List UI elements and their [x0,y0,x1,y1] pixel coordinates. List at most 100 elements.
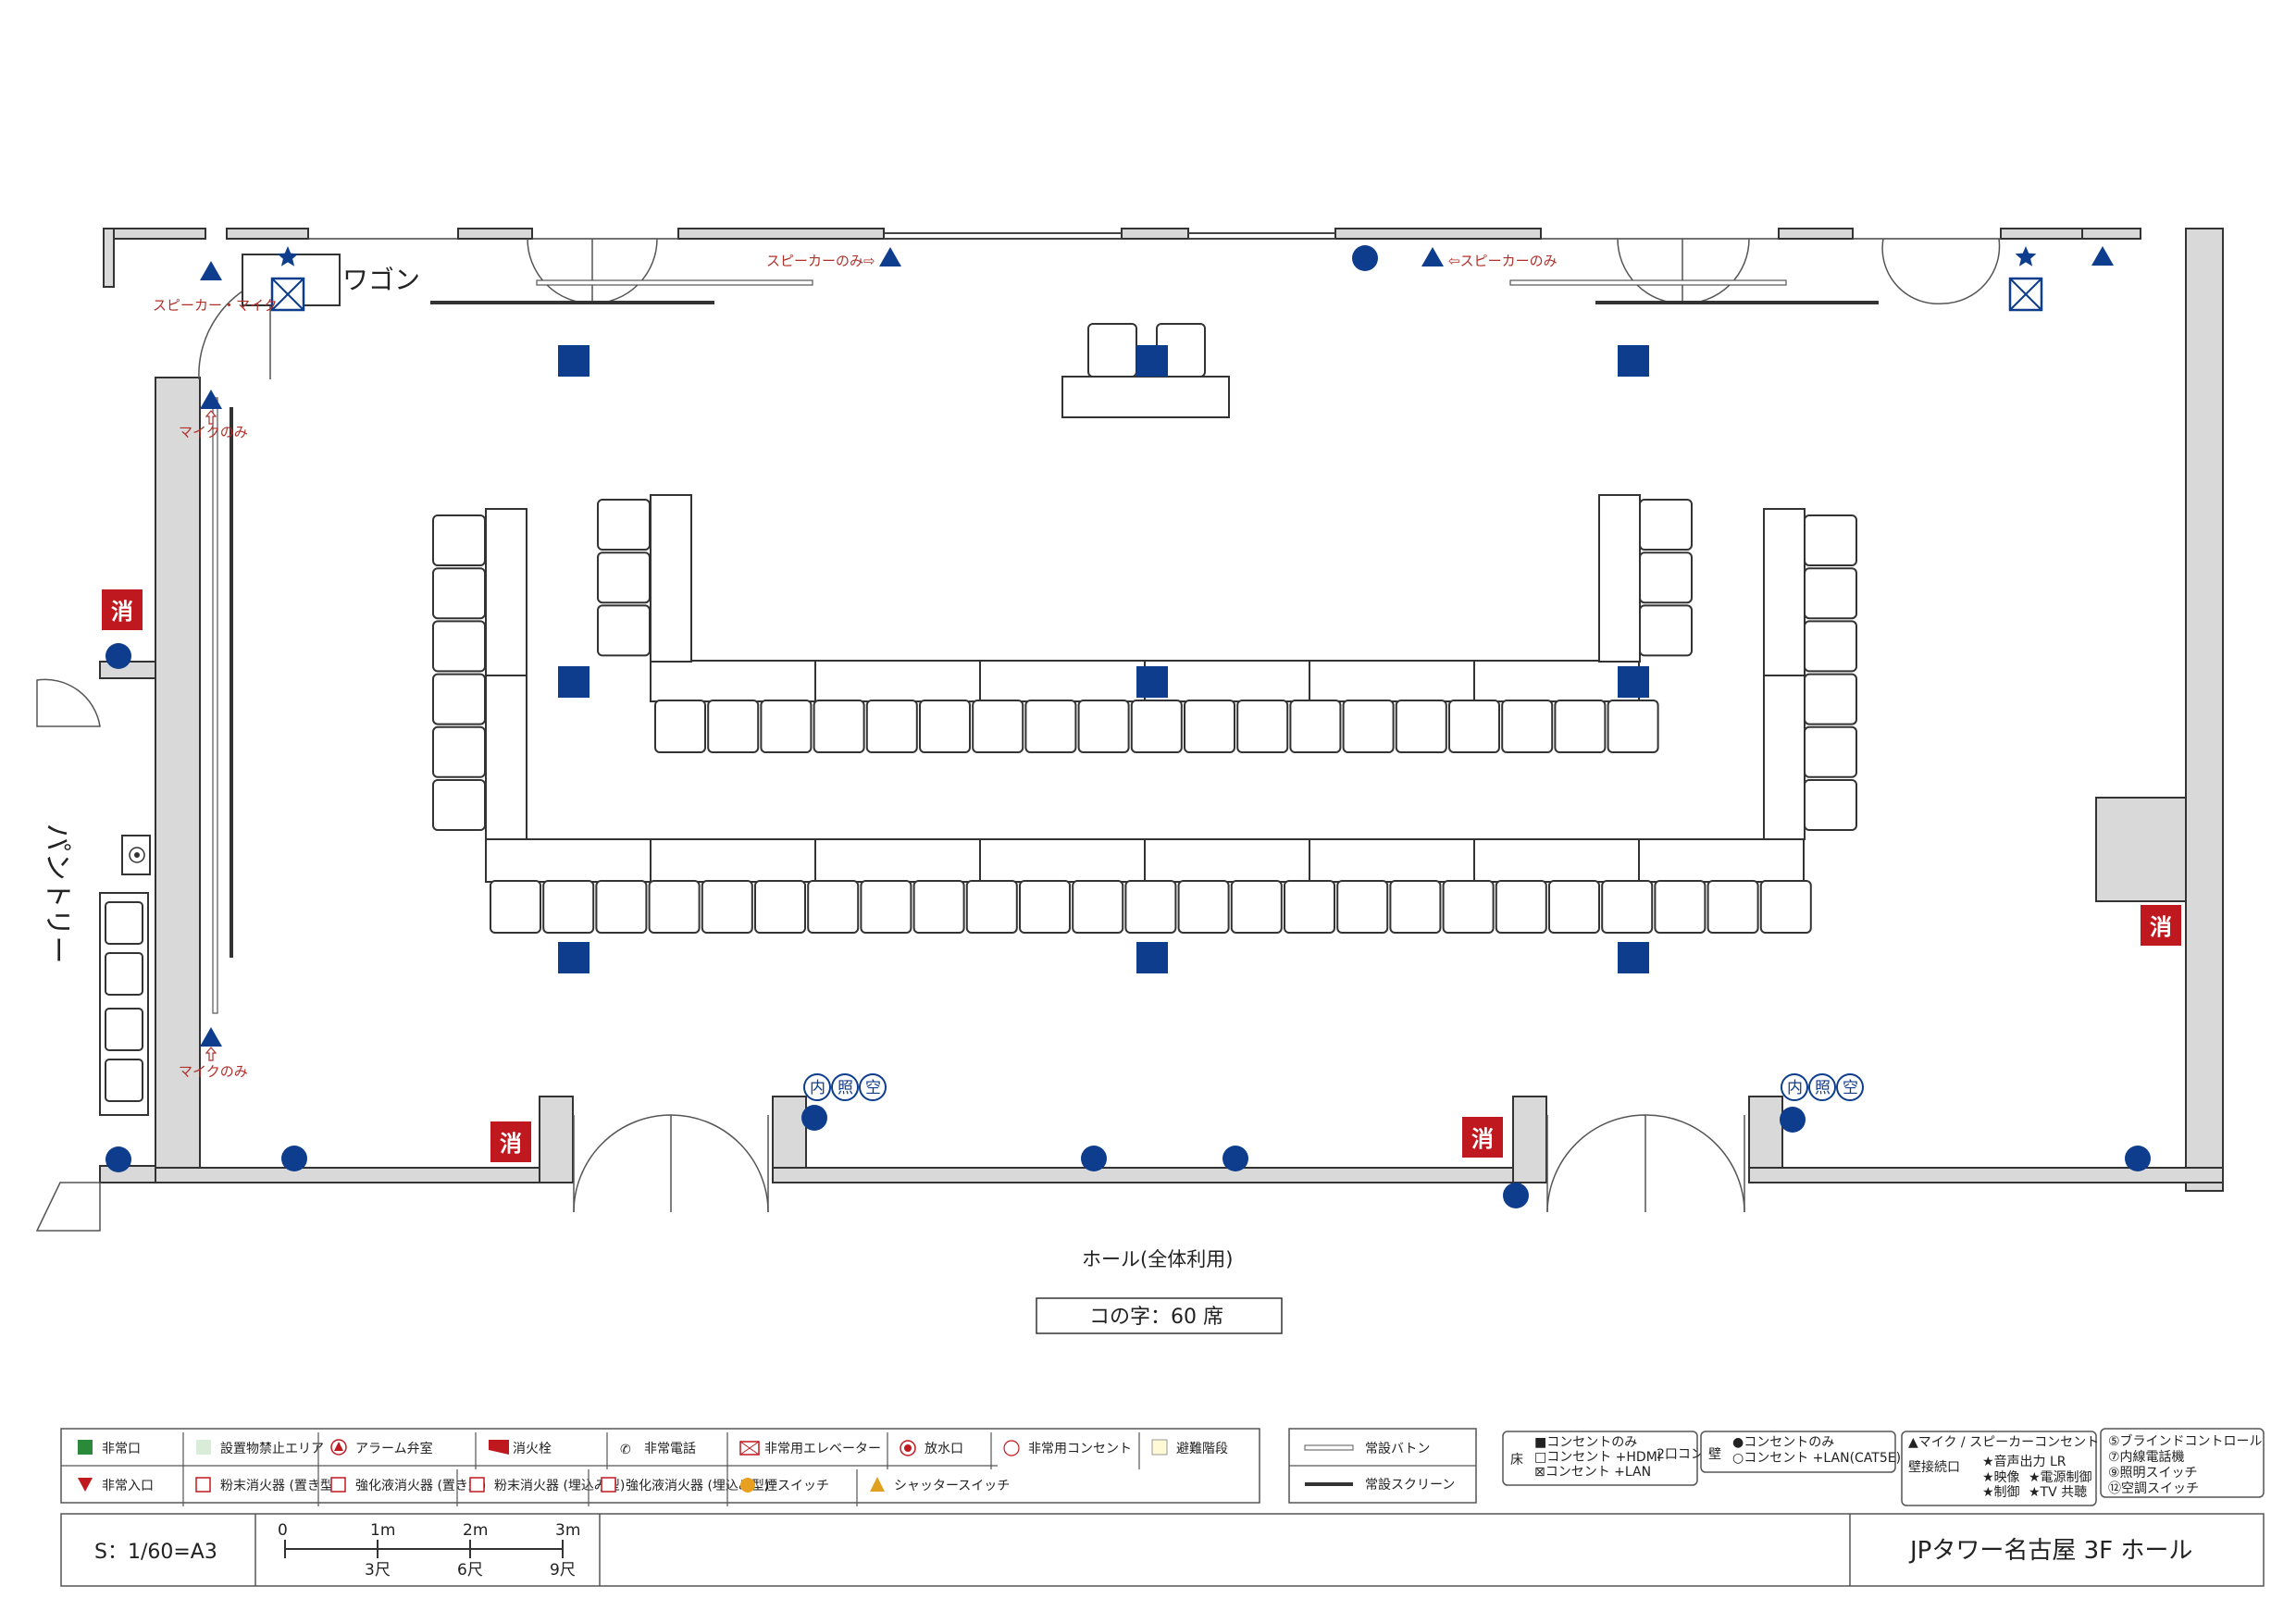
speaker-mic-label: スピーカー・マイク [153,297,278,314]
mic-speaker-outlet-icon [2091,246,2114,266]
table [814,838,981,883]
chair [1072,880,1124,934]
chair [1024,700,1077,753]
svg-text:■コンセントのみ: ■コンセントのみ [1534,1435,1637,1450]
table [650,660,816,702]
svg-text:1m: 1m [370,1521,395,1540]
svg-text:2m: 2m [463,1521,488,1540]
chair [1284,880,1335,934]
svg-text:照: 照 [1815,1079,1831,1097]
chair [1804,514,1857,566]
table [1309,660,1475,702]
legend-floor-title: 床 [1510,1453,1523,1468]
svg-text:★制御: ★制御 [1982,1485,2020,1500]
chair [432,514,486,566]
floor-outlet-icon [1618,666,1649,698]
svg-text:⑤ブラインドコントロール: ⑤ブラインドコントロール [2108,1433,2263,1449]
lan-outlet-icon [270,277,305,312]
chair [648,880,701,934]
svg-text:⊠コンセント +LAN: ⊠コンセント +LAN [1534,1465,1651,1480]
svg-text:✆: ✆ [620,1443,631,1457]
fire-extinguisher-icon: 消 [1462,1117,1503,1158]
mic-speaker-outlet-icon [879,247,901,266]
batons-screens [212,279,1879,1014]
svg-text:9尺: 9尺 [550,1561,576,1580]
table [485,838,652,883]
chair [807,880,860,934]
chair [1124,880,1177,934]
chair [432,725,486,778]
svg-text:★映像: ★映像 [1982,1470,2020,1485]
mic-only-label-1: マイクのみ [179,424,248,440]
chair [1236,700,1289,753]
wagon-label: ワゴン [342,265,420,295]
svg-text:○コンセント +LAN(CAT5E): ○コンセント +LAN(CAT5E) [1732,1451,1901,1466]
svg-text:6尺: 6尺 [457,1561,483,1580]
svg-text:内: 内 [1787,1079,1803,1097]
chair [542,880,595,934]
legend: 非常口設置物禁止エリアアラーム弁室消火栓✆非常電話非常用エレベーター放水口非常用… [60,1428,2265,1506]
wall-outlet-icon [801,1105,827,1131]
hall-caption: ホール(全体利用) [1082,1248,1233,1270]
chair [912,880,965,934]
svg-text:消: 消 [111,599,133,625]
table [1144,838,1310,883]
chair [1495,880,1547,934]
wall-outlet-icon [105,1146,131,1172]
chair [1639,499,1693,551]
mic-only-label-2: マイクのみ [179,1063,248,1080]
chair [432,620,486,673]
walls [99,228,2224,1192]
svg-text:非常用コンセント: 非常用コンセント [1028,1442,1132,1456]
svg-text:非常用エレベーター: 非常用エレベーター [764,1442,881,1456]
chair [1230,880,1283,934]
svg-text:強化液消火器 (置き型): 強化液消火器 (置き型) [355,1479,486,1493]
svg-text:強化液消火器 (埋込み型): 強化液消火器 (埋込み型) [626,1479,769,1493]
svg-text:⑨照明スイッチ: ⑨照明スイッチ [2108,1466,2198,1481]
chair [1289,700,1342,753]
table [1598,494,1641,663]
chair [754,880,806,934]
floor-outlet-icon [558,345,590,377]
chair [432,567,486,620]
chair [1342,700,1395,753]
svg-text:避難階段: 避難階段 [1176,1442,1228,1456]
chair [1548,880,1600,934]
svg-text:空: 空 [865,1079,881,1097]
wall-outlet-icon [1222,1146,1248,1171]
svg-text:3尺: 3尺 [365,1561,391,1580]
chair [432,673,486,725]
table [814,660,981,702]
table [1473,838,1640,883]
pantry-fixtures [99,835,151,1116]
svg-text:消: 消 [500,1131,522,1157]
table [979,838,1146,883]
speaker-only-label-right: ⇦スピーカーのみ [1448,253,1558,269]
chair [597,551,651,604]
chair [1501,700,1554,753]
chair [1639,604,1693,657]
seat-caption: コの字：60 席 [1089,1306,1223,1329]
legend-screen: 常設スクリーン [1365,1478,1455,1493]
chair [432,779,486,831]
wall-outlet-icon [1503,1183,1529,1208]
svg-text:消: 消 [2150,914,2172,940]
table [979,660,1146,702]
equipment-markers [105,245,2151,1208]
table [1473,660,1640,702]
svg-text:★TV 共聴: ★TV 共聴 [2029,1485,2087,1500]
table [1144,660,1310,702]
table [650,494,692,663]
wall-outlet-icon [1081,1146,1107,1171]
table [650,838,816,883]
chair [1448,700,1500,753]
chair [1639,551,1693,604]
chair [860,880,912,934]
wall-connection-star-icon [2015,246,2037,266]
wall-outlet-icon [281,1146,307,1171]
svg-text:照: 照 [838,1079,853,1097]
mic-speaker-outlet-icon [200,261,222,280]
svg-text:★電源制御: ★電源制御 [2029,1470,2092,1485]
floor-outlet-icon [1618,345,1649,377]
